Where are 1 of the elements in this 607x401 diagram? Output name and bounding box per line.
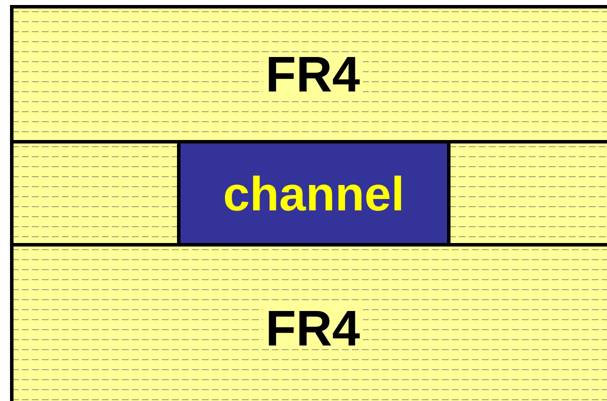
channel-layer: channel (177, 140, 450, 246)
